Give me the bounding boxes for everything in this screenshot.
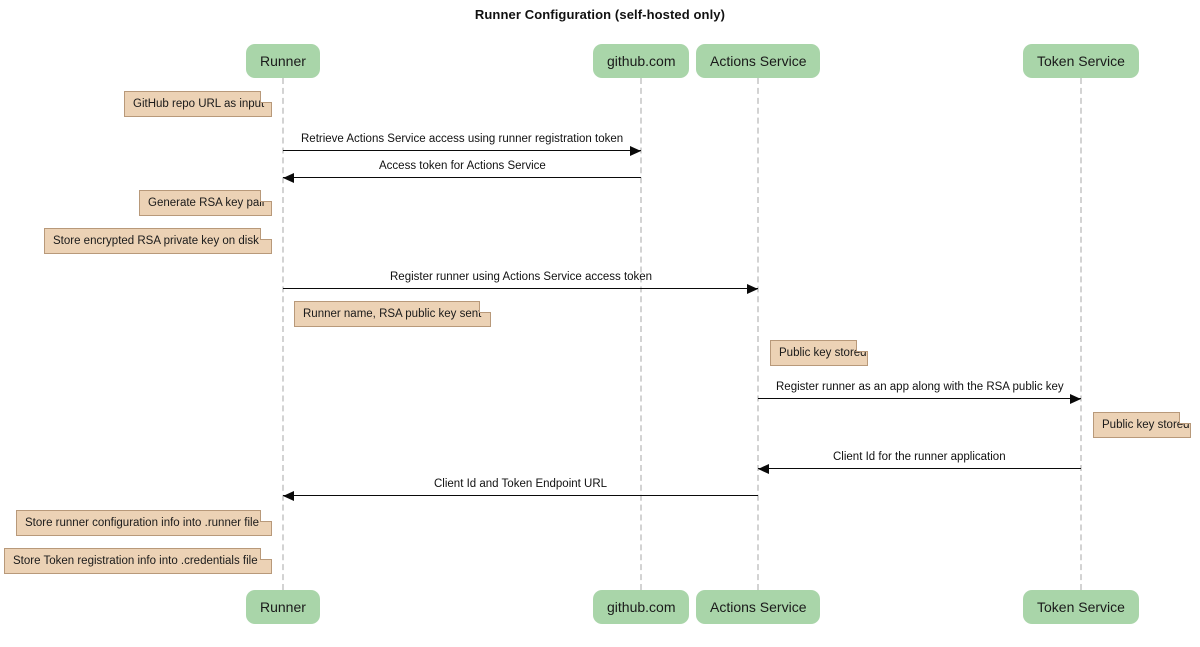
note-fold-corner-icon: [260, 548, 272, 560]
arrowhead-m1: [630, 146, 641, 156]
participant-github-top[interactable]: github.com: [593, 44, 690, 78]
lifeline-token: [1080, 78, 1082, 590]
note-fold-corner-icon: [260, 190, 272, 202]
note-n7: Store runner configuration info into .ru…: [16, 510, 272, 536]
participant-label: github.com: [607, 53, 676, 69]
lifeline-runner: [282, 78, 284, 590]
message-line-m6: [283, 495, 758, 496]
message-line-m1: [283, 150, 641, 151]
note-n2: Generate RSA key pair: [139, 190, 272, 216]
note-n6: Public key stored: [1093, 412, 1191, 438]
diagram-title: Runner Configuration (self-hosted only): [474, 7, 726, 22]
participant-label: Token Service: [1037, 53, 1125, 69]
participant-label: Actions Service: [710, 53, 807, 69]
participant-token-bottom[interactable]: Token Service: [1023, 590, 1139, 624]
message-line-m2: [283, 177, 641, 178]
note-fold-corner-icon: [260, 91, 272, 103]
participant-runner-top[interactable]: Runner: [246, 44, 320, 78]
note-text: Store runner configuration info into .ru…: [25, 517, 259, 529]
note-n5: Public key stored: [770, 340, 868, 366]
lifeline-github: [640, 78, 642, 590]
note-fold-corner-icon: [1179, 412, 1191, 424]
participant-token-top[interactable]: Token Service: [1023, 44, 1139, 78]
note-text: Generate RSA key pair: [148, 197, 266, 209]
lifeline-actions: [757, 78, 759, 590]
message-label-m2: Access token for Actions Service: [379, 160, 546, 172]
participant-actions-bottom[interactable]: Actions Service: [696, 590, 821, 624]
participant-actions-top[interactable]: Actions Service: [696, 44, 821, 78]
note-n3: Store encrypted RSA private key on disk: [44, 228, 272, 254]
message-label-m5: Client Id for the runner application: [833, 451, 1006, 463]
message-label-m3: Register runner using Actions Service ac…: [390, 271, 653, 283]
message-line-m4: [758, 398, 1081, 399]
arrowhead-m3: [747, 284, 758, 294]
arrowhead-m5: [758, 464, 769, 474]
message-line-m3: [283, 288, 758, 289]
message-label-m1: Retrieve Actions Service access using ru…: [301, 133, 624, 145]
note-fold-corner-icon: [856, 340, 868, 352]
note-fold-corner-icon: [260, 510, 272, 522]
arrowhead-m6: [283, 491, 294, 501]
participant-label: Runner: [260, 53, 306, 69]
participant-runner-bottom[interactable]: Runner: [246, 590, 320, 624]
message-label-m6: Client Id and Token Endpoint URL: [434, 478, 608, 490]
arrowhead-m4: [1070, 394, 1081, 404]
participant-github-bottom[interactable]: github.com: [593, 590, 690, 624]
note-fold-corner-icon: [479, 301, 491, 313]
message-label-m4: Register runner as an app along with the…: [776, 381, 1064, 393]
note-text: GitHub repo URL as input: [133, 98, 265, 110]
participant-label: Token Service: [1037, 599, 1125, 615]
participant-label: Actions Service: [710, 599, 807, 615]
note-fold-corner-icon: [260, 228, 272, 240]
participant-label: github.com: [607, 599, 676, 615]
message-line-m5: [758, 468, 1081, 469]
note-text: Store encrypted RSA private key on disk: [53, 235, 259, 247]
note-text: Store Token registration info into .cred…: [13, 555, 258, 567]
note-text: Public key stored: [1102, 419, 1190, 431]
arrowhead-m2: [283, 173, 294, 183]
note-n4: Runner name, RSA public key sent: [294, 301, 491, 327]
note-n8: Store Token registration info into .cred…: [4, 548, 272, 574]
participant-label: Runner: [260, 599, 306, 615]
note-n1: GitHub repo URL as input: [124, 91, 272, 117]
note-text: Runner name, RSA public key sent: [303, 308, 482, 320]
note-text: Public key stored: [779, 347, 867, 359]
